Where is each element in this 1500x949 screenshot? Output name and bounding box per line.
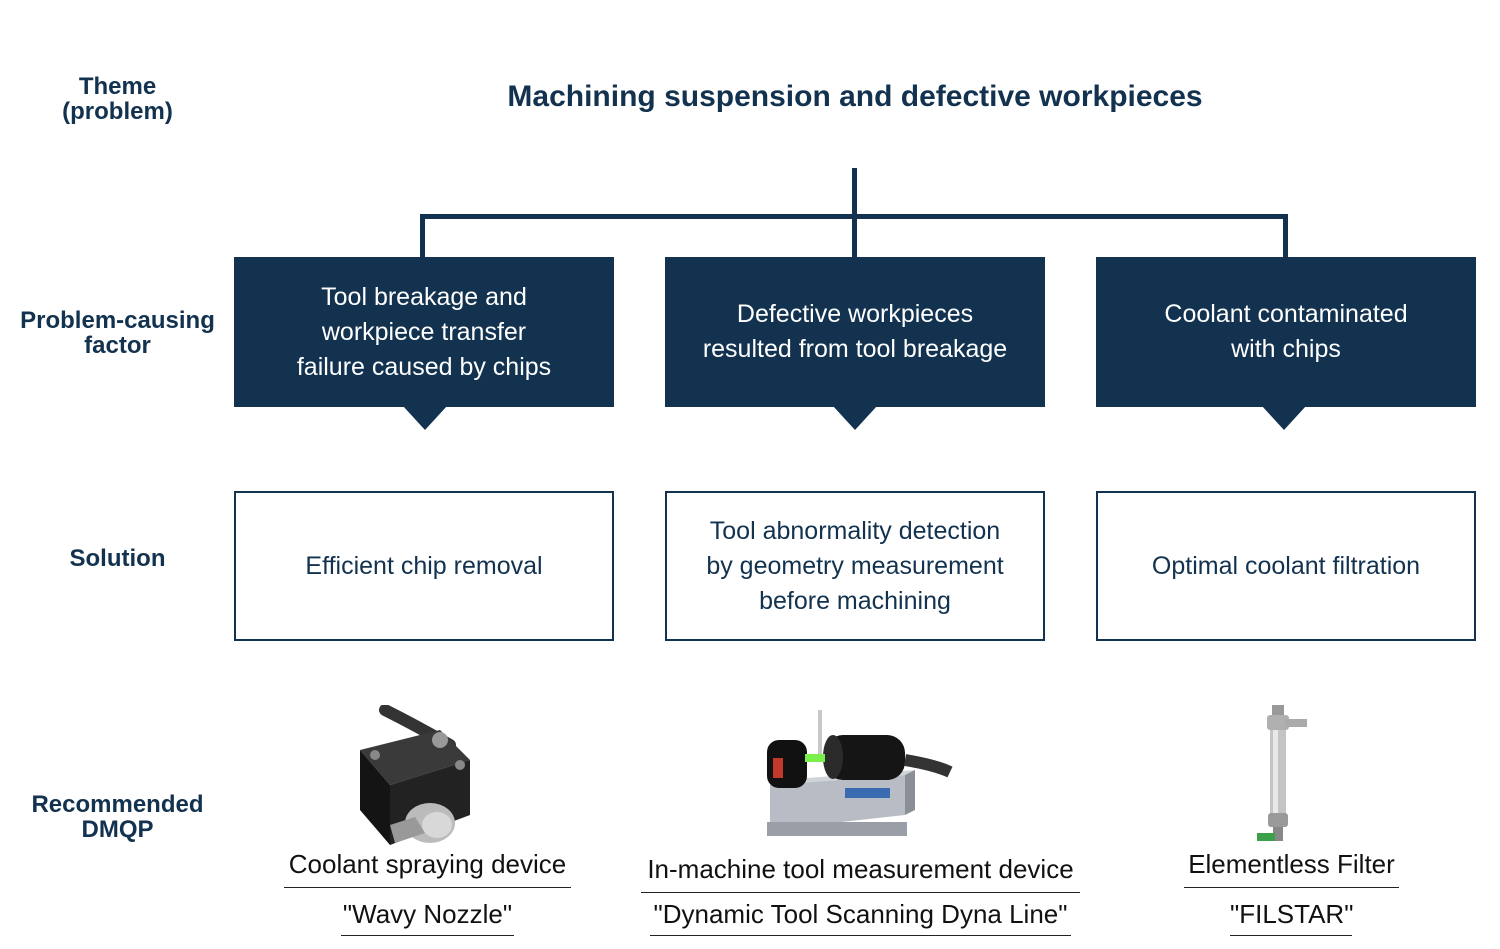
factor-arrow-2 — [833, 406, 877, 430]
solution-box-tool-detection: Tool abnormality detection by geometry m… — [665, 491, 1045, 641]
product-model-nozzle: "Wavy Nozzle" — [341, 897, 514, 936]
factor-arrow-1 — [403, 406, 447, 430]
product-name-scanner: In-machine tool measurement device — [641, 852, 1080, 893]
connector-trunk — [852, 168, 857, 258]
theme-title: Machining suspension and defective workp… — [507, 80, 1203, 113]
factor-arrow-3 — [1262, 406, 1306, 430]
row-label-solution: Solution — [69, 545, 166, 572]
connector-left — [420, 214, 425, 258]
connector-horizontal — [420, 214, 1288, 219]
connector-right — [1283, 214, 1288, 258]
tool-scanner-icon — [755, 710, 955, 845]
nozzle-device-icon — [345, 704, 485, 850]
product-model-filter: "FILSTAR" — [1230, 897, 1353, 936]
row-label-factor: Problem-causing factor — [20, 307, 215, 359]
solution-box-chip-removal: Efficient chip removal — [234, 491, 614, 641]
filter-cylinder-icon — [1255, 705, 1315, 845]
product-name-nozzle: Coolant spraying device — [284, 847, 571, 888]
factor-box-tool-breakage: Defective workpieces resulted from tool … — [665, 257, 1045, 407]
product-name-filter: Elementless Filter — [1184, 847, 1399, 888]
product-model-scanner: "Dynamic Tool Scanning Dyna Line" — [650, 897, 1071, 936]
factor-box-coolant: Coolant contaminated with chips — [1096, 257, 1476, 407]
row-label-theme: Theme (problem) — [62, 73, 173, 125]
factor-box-chips: Tool breakage and workpiece transfer fai… — [234, 257, 614, 407]
solution-box-filtration: Optimal coolant filtration — [1096, 491, 1476, 641]
row-label-dmqp: Recommended DMQP — [31, 791, 204, 843]
